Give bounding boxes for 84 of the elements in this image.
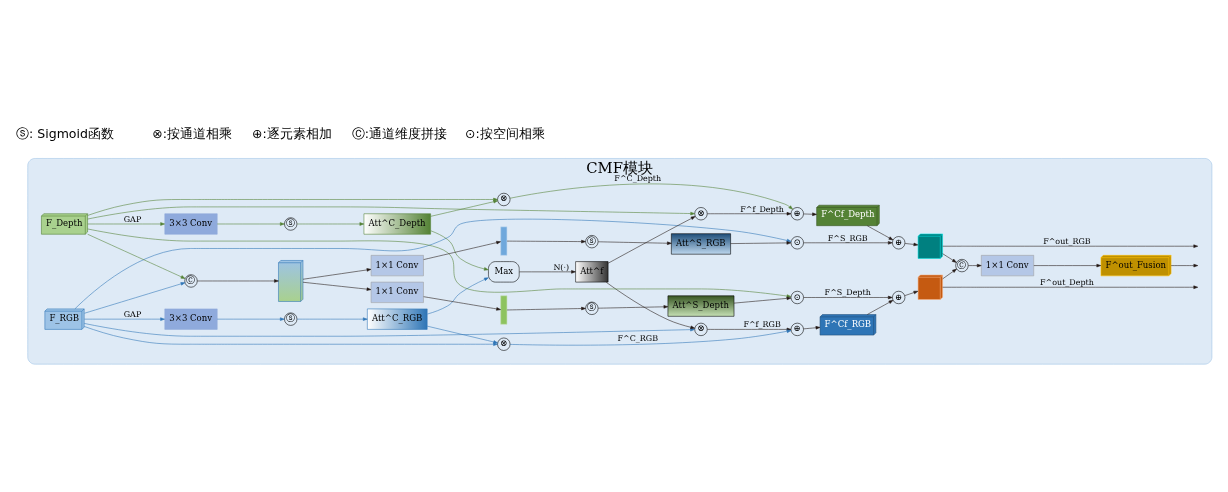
arrow	[423, 295, 501, 311]
arrow	[74, 218, 792, 309]
arrow	[216, 316, 285, 321]
arrow	[427, 277, 489, 314]
node-circle: ⊕	[892, 235, 906, 249]
node-circle: ⊕	[892, 290, 906, 304]
arrow	[519, 269, 576, 274]
arrow	[597, 304, 669, 308]
label: ⊙:按空间相乘	[465, 125, 545, 141]
arrow	[803, 325, 821, 329]
arrow	[84, 281, 186, 314]
node-circle: ⊗	[497, 337, 511, 351]
arrow	[1033, 263, 1102, 267]
arrow	[942, 285, 1199, 289]
arrow	[968, 263, 982, 267]
arrow	[904, 290, 919, 296]
node-circle: ⊗	[694, 322, 708, 336]
arrow	[707, 327, 792, 331]
arrow	[84, 325, 498, 346]
node-box: Att^C_Depth	[363, 212, 431, 235]
arrow	[84, 322, 695, 337]
node-circle: ⊙	[790, 235, 804, 249]
arrow	[84, 316, 165, 321]
arrow	[942, 244, 1199, 248]
label: ⓢ: Sigmoid函数	[16, 125, 114, 141]
arrow	[506, 239, 586, 243]
arrow	[430, 230, 489, 271]
arrow	[423, 240, 501, 260]
node-box: 1×1 Conv	[981, 254, 1034, 276]
arrow	[607, 215, 696, 263]
node-box: Att^f	[575, 260, 609, 282]
arrow	[296, 316, 368, 321]
node-box: 1×1 Conv	[370, 281, 424, 303]
arrow	[506, 306, 586, 310]
node-box: 1×1 Conv	[370, 254, 424, 276]
label: ⊗:按通道相乘	[152, 125, 232, 141]
arrow	[733, 296, 792, 303]
arrow	[216, 221, 285, 226]
node-circle: Ⓒ	[184, 273, 198, 288]
arrow	[942, 268, 957, 279]
arrow	[707, 211, 792, 215]
arrow	[87, 233, 186, 279]
arrow	[867, 225, 894, 240]
label: Ⓒ:通道维度拼接	[351, 125, 447, 141]
arrow	[803, 212, 817, 216]
arrow	[426, 325, 498, 344]
node-box: 3×3 Conv	[164, 212, 218, 235]
arrow	[904, 242, 919, 246]
node-box: Att^S_RGB	[671, 232, 731, 254]
arrow	[803, 295, 893, 299]
arrow	[942, 252, 957, 263]
node-circle: ⓢ	[284, 312, 298, 326]
node-circle: ⓢ	[585, 301, 599, 315]
arrow	[509, 183, 793, 210]
node-circle: Ⓒ	[955, 258, 969, 272]
arrow	[803, 240, 893, 244]
node-circle: ⊗	[694, 206, 708, 220]
node-box: Max	[488, 260, 520, 282]
node-circle: ⊗	[497, 192, 511, 206]
node-bar	[500, 226, 508, 256]
node-circle: ⓢ	[284, 216, 298, 231]
arrow	[509, 329, 792, 345]
arrow	[197, 278, 279, 283]
node-box: Att^S_Depth	[667, 295, 735, 317]
arrow	[597, 241, 672, 245]
label: ⊕:逐元素相加	[251, 125, 332, 141]
arrow	[605, 281, 695, 329]
node-circle: ⊙	[790, 290, 804, 304]
arrow	[730, 240, 792, 245]
arrow	[87, 206, 695, 219]
arrow	[302, 267, 372, 280]
arrow	[87, 228, 792, 298]
node-circle: ⓢ	[585, 234, 599, 248]
arrow	[867, 299, 894, 315]
arrow	[302, 281, 372, 291]
arrow	[296, 221, 365, 226]
node-circle: ⊕	[790, 322, 804, 336]
node-bar	[500, 295, 508, 325]
node-box: 3×3 Conv	[164, 308, 218, 330]
arrow	[87, 197, 498, 216]
arrow	[1170, 263, 1199, 267]
node-box: Att^C_RGB	[367, 308, 428, 330]
arrow	[430, 199, 498, 217]
arrow	[87, 221, 165, 226]
